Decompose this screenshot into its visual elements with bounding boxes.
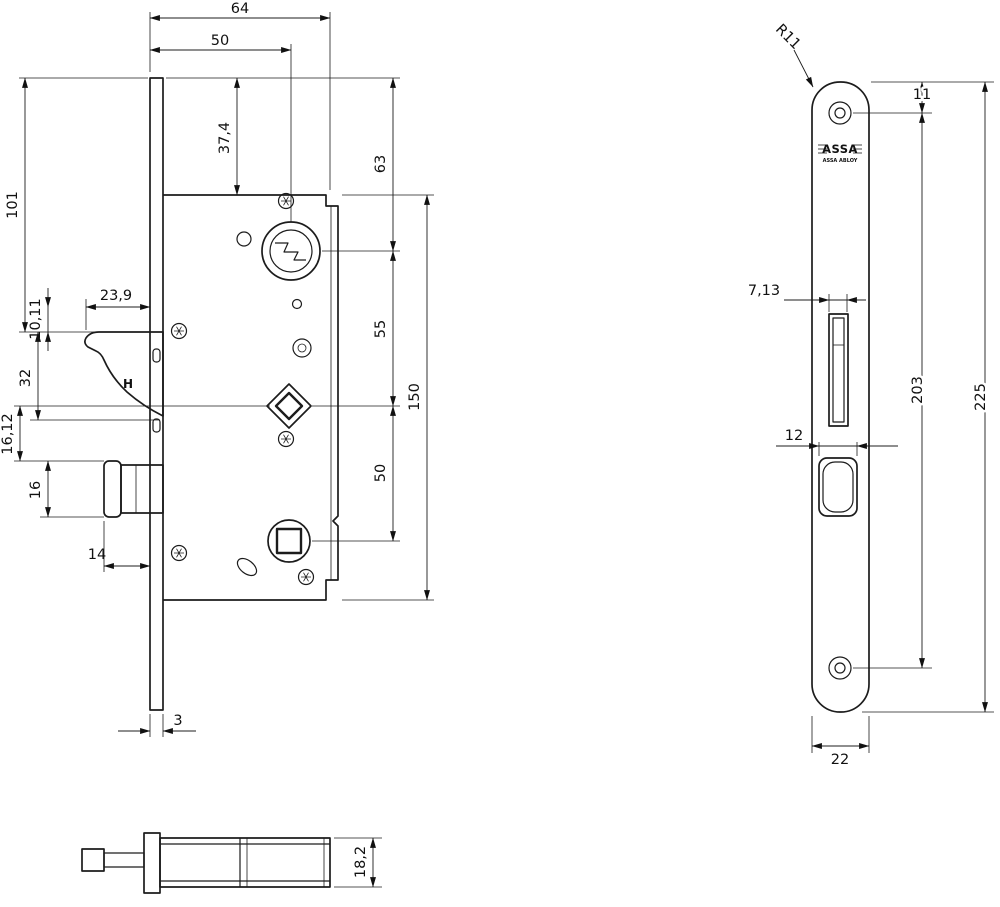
screw-hole-top	[828, 101, 852, 125]
faceplate-front	[149, 77, 164, 711]
svg-text:R11: R11	[772, 21, 803, 52]
hook-label: H	[123, 377, 133, 391]
latch-opening	[828, 313, 849, 427]
faceplate-view: ASSA ASSA ABLOY	[811, 81, 870, 713]
svg-text:23,9: 23,9	[100, 288, 132, 304]
torx-screw-icon	[277, 430, 295, 448]
svg-text:50: 50	[211, 33, 229, 49]
lock-body-dimensions: 64 50 37,4 101 23,9	[0, 1, 434, 737]
dim-225: 225	[862, 81, 994, 713]
dim-radius: R11	[772, 21, 814, 88]
dim-11: 11	[853, 81, 994, 114]
faceplate-outline	[811, 81, 870, 713]
dim-16-12: 16,12	[0, 405, 270, 462]
svg-text:7,13: 7,13	[748, 283, 780, 299]
brand-subname: ASSA ABLOY	[823, 158, 858, 164]
torx-screw-icon	[170, 322, 188, 340]
dim-23-9: 23,9	[85, 288, 151, 330]
svg-text:63: 63	[373, 155, 389, 173]
latch-side-view: 18,2	[81, 832, 382, 894]
svg-text:3: 3	[173, 713, 182, 729]
dim-63: 63	[322, 77, 400, 252]
deadbolt	[103, 460, 164, 518]
oval-slot	[236, 557, 258, 577]
dim-55: 55	[312, 250, 400, 407]
faceplate-side	[143, 832, 161, 894]
cylinder-hole	[261, 221, 321, 281]
svg-text:16: 16	[28, 481, 44, 499]
dim-12: 12	[776, 428, 898, 456]
hook-bolt: H	[84, 331, 164, 417]
screw-hole-bottom	[828, 656, 852, 680]
svg-text:37,4: 37,4	[217, 122, 233, 154]
nut-hole	[292, 338, 312, 358]
faceplate-slot	[152, 348, 161, 363]
dim-3: 3	[118, 713, 196, 737]
brand-logo: ASSA ASSA ABLOY	[818, 142, 862, 164]
latch-rod-side	[103, 852, 145, 868]
dim-total-depth: 64	[149, 1, 331, 190]
svg-text:50: 50	[373, 464, 389, 482]
dim-37-4: 37,4	[217, 77, 240, 196]
torx-screw-icon	[297, 568, 315, 586]
dim-18-2: 18,2	[334, 837, 382, 888]
svg-text:10,11: 10,11	[28, 298, 44, 340]
dim-101: 101	[5, 77, 148, 333]
svg-text:64: 64	[231, 1, 249, 17]
lock-case	[163, 194, 339, 601]
svg-text:225: 225	[973, 383, 989, 411]
svg-text:14: 14	[88, 547, 106, 563]
dim-backset: 50	[149, 33, 292, 222]
svg-text:55: 55	[373, 320, 389, 338]
torx-screw-icon	[277, 192, 295, 210]
mounting-hole	[236, 231, 252, 247]
dim-150: 150	[342, 194, 434, 601]
spindle-hole	[266, 383, 312, 429]
dim-16: 16	[28, 460, 104, 518]
svg-text:22: 22	[831, 752, 849, 768]
deadbolt-opening	[818, 457, 858, 517]
dim-22: 22	[811, 716, 870, 768]
dim-50-lower: 50	[312, 405, 400, 542]
dim-7-13: 7,13	[748, 283, 866, 312]
svg-text:18,2: 18,2	[353, 846, 369, 878]
latch-tip-side	[81, 848, 105, 872]
brand-name: ASSA	[822, 142, 858, 156]
svg-text:101: 101	[5, 191, 21, 219]
svg-text:12: 12	[785, 428, 803, 444]
faceplate-dimensions: R11 11 7,13 12	[748, 21, 994, 768]
faceplate-slot	[152, 418, 161, 433]
dim-10-11: 10,11	[28, 288, 51, 351]
svg-text:11: 11	[913, 87, 931, 103]
svg-text:32: 32	[18, 369, 34, 387]
dim-14: 14	[88, 521, 151, 572]
svg-text:16,12: 16,12	[0, 413, 16, 455]
dim-203: 203	[853, 112, 932, 669]
lock-body-view: H	[84, 77, 339, 711]
lower-follower-hole	[267, 519, 311, 563]
torx-screw-icon	[170, 544, 188, 562]
svg-text:203: 203	[910, 376, 926, 404]
dim-32: 32	[18, 331, 160, 421]
case-side	[159, 837, 331, 888]
small-hole	[291, 298, 303, 310]
svg-text:150: 150	[407, 383, 423, 411]
